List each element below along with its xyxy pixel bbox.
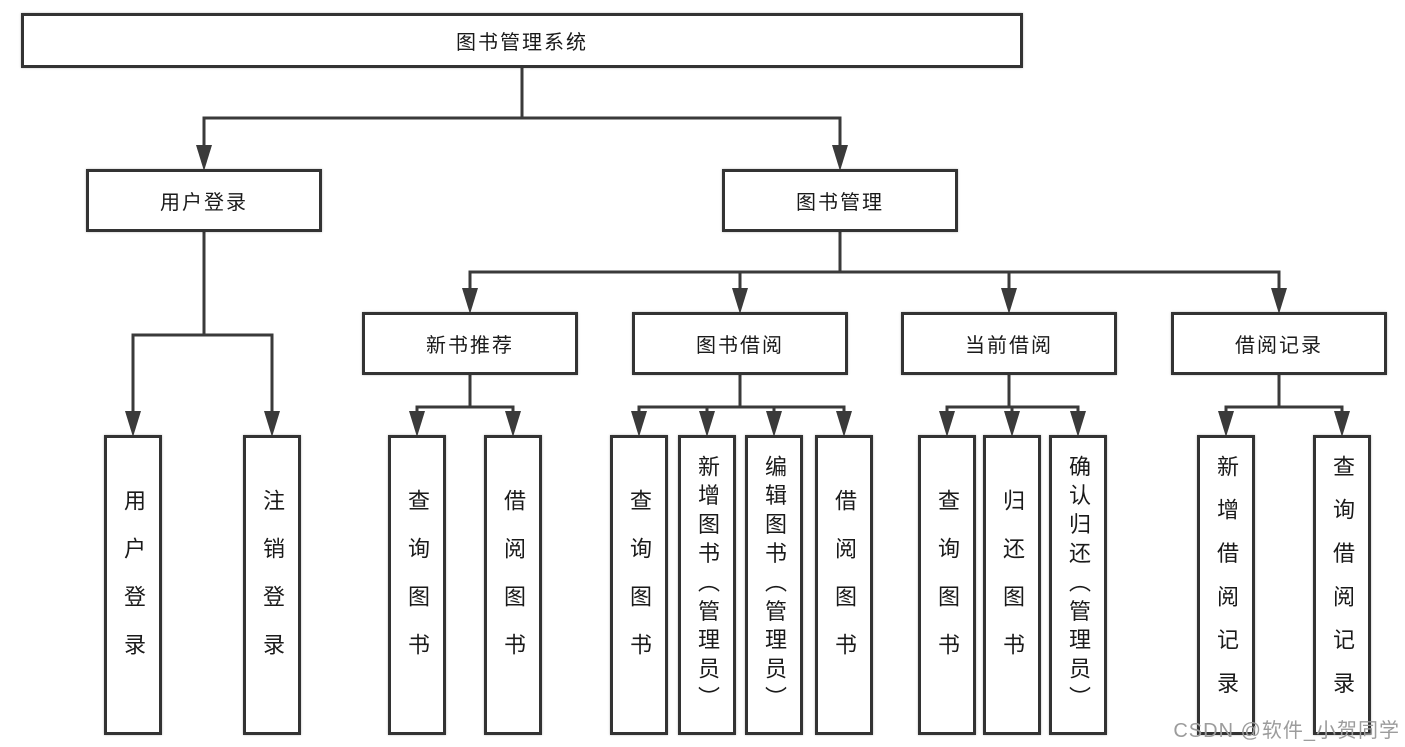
node-leaf-return-book: 归还图书: [983, 435, 1041, 735]
watermark: CSDN @软件_小贺同学: [1173, 720, 1400, 742]
node-leaf-query-book-3: 查询图书: [918, 435, 976, 735]
node-leaf-borrow-book-1: 借阅图书: [484, 435, 542, 735]
node-leaf-borrow-book-2: 借阅图书: [815, 435, 873, 735]
node-borrow-records: 借阅记录: [1171, 312, 1387, 375]
node-book-mgmt: 图书管理: [722, 169, 958, 232]
node-leaf-logout: 注销登录: [243, 435, 301, 735]
node-leaf-query-book-2: 查询图书: [610, 435, 668, 735]
node-book-borrow: 图书借阅: [632, 312, 848, 375]
node-leaf-query-book-1: 查询图书: [388, 435, 446, 735]
node-leaf-confirm-return: 确认归还（管理员）: [1049, 435, 1107, 735]
node-leaf-edit-book: 编辑图书（管理员）: [745, 435, 803, 735]
node-leaf-query-record: 查询借阅记录: [1313, 435, 1371, 735]
node-leaf-add-book: 新增图书（管理员）: [678, 435, 736, 735]
node-current-borrow: 当前借阅: [901, 312, 1117, 375]
node-new-book-rec: 新书推荐: [362, 312, 578, 375]
node-leaf-user-login: 用户登录: [104, 435, 162, 735]
node-root: 图书管理系统: [21, 13, 1023, 68]
node-leaf-add-record: 新增借阅记录: [1197, 435, 1255, 735]
node-user-login: 用户登录: [86, 169, 322, 232]
